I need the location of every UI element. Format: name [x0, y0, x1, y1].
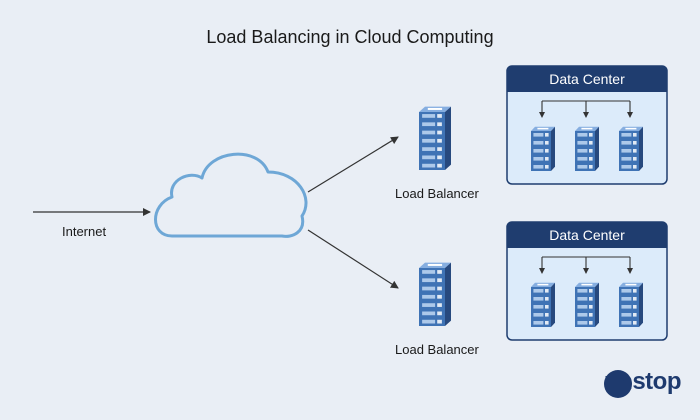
load-balancer-server-icon: [419, 106, 451, 170]
load-balancer-label: Load Balancer: [395, 186, 479, 201]
data-center-server-icon: [575, 126, 599, 171]
arrow-to-balancer-bottom: [307, 229, 399, 289]
data-center-server-icon: [531, 282, 555, 327]
distribution-connector: [539, 256, 633, 274]
data-center-server-icon: [531, 126, 555, 171]
arrow-to-balancer-top: [307, 136, 399, 193]
data-center-title: Data Center: [549, 71, 625, 87]
data-center-title: Data Center: [549, 227, 625, 243]
data-center-server-icon: [575, 282, 599, 327]
internet-label: Internet: [62, 224, 107, 239]
unstop-logo[interactable]: unstop: [604, 368, 681, 395]
distribution-connector: [539, 100, 633, 118]
diagram-title: Load Balancing in Cloud Computing: [206, 27, 494, 47]
load-balancer-server-icon: [419, 262, 451, 326]
logo-mark: [604, 370, 632, 398]
cloud-icon: [154, 152, 308, 238]
load-balancer-server-icon: [419, 262, 451, 326]
load-balancer-server-icon: [419, 106, 451, 170]
data-center-server-icon: [619, 126, 643, 171]
load-balancer-label: Load Balancer: [395, 342, 479, 357]
data-center-server-icon: [619, 282, 643, 327]
